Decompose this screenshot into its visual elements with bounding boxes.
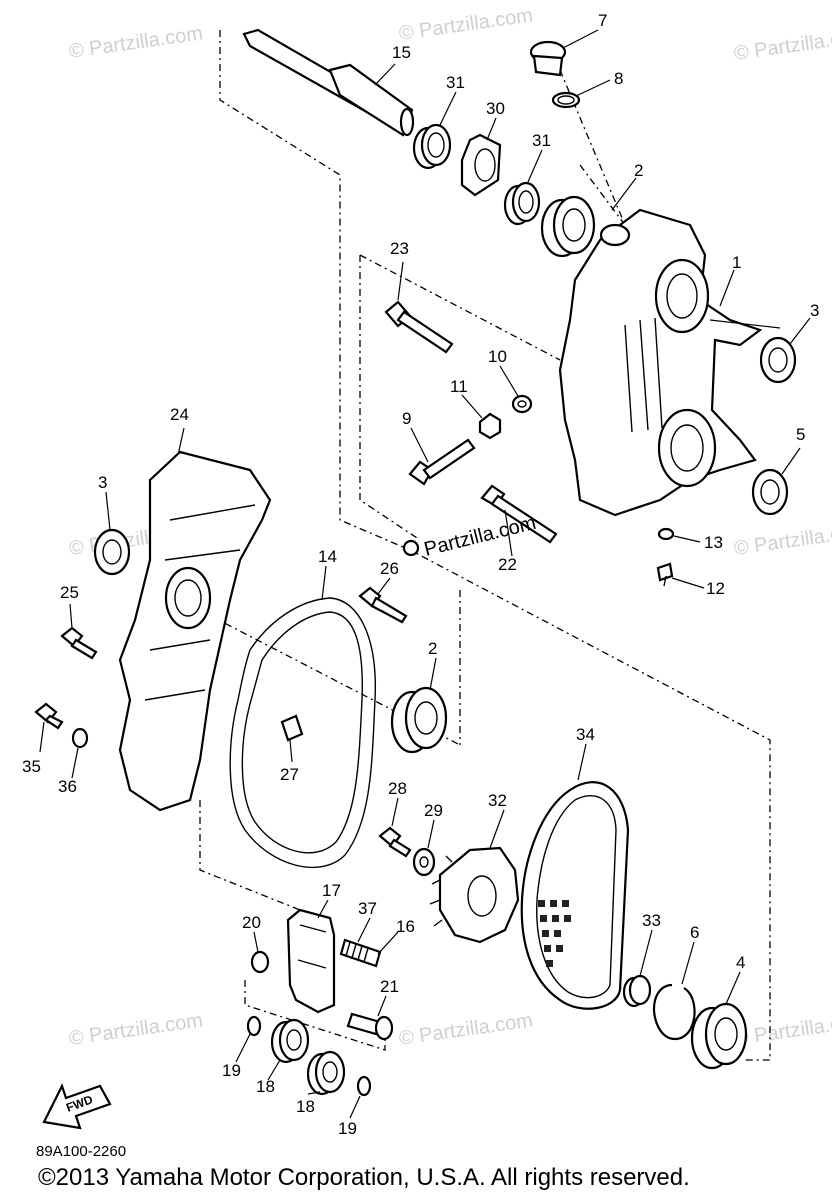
callout-31: 31 [446,73,465,92]
watermark: © Partzilla.com [733,1009,832,1050]
callout-36: 36 [58,777,77,796]
assembly-lines [179,30,771,1061]
part-gear-30 [460,133,502,197]
callout-16: 16 [396,917,415,936]
part-washer-10 [511,394,533,414]
watermark: © Partzilla.com [68,1009,205,1050]
part-washer-20 [250,950,270,974]
callout-19: 19 [338,1119,357,1138]
part-cover-24 [118,450,272,812]
part-spring-37 [339,938,382,968]
callout-17: 17 [322,881,341,900]
part-washer-19b [356,1075,372,1097]
callout-31: 31 [532,131,551,150]
callout-26: 26 [380,559,399,578]
callout-23: 23 [390,239,409,258]
callout-32: 32 [488,791,507,810]
part-spacer-33 [622,974,652,1008]
callout-2: 2 [634,161,643,180]
part-washer-36 [71,727,89,749]
part-shaft-21 [346,1012,394,1041]
part-bolt-35 [34,702,64,730]
callout-19: 19 [222,1061,241,1080]
part-bolt-26 [358,586,408,624]
part-bolt-25 [60,626,98,660]
part-sprocket-32 [429,846,520,944]
callout-13: 13 [704,533,723,552]
callout-21: 21 [380,977,399,996]
callout-14: 14 [318,547,337,566]
leader-lines [39,29,811,1119]
callout-2: 2 [428,639,437,658]
part-bolt-28 [378,826,412,858]
part-circlip-6 [652,983,696,1041]
part-oring-8 [551,91,581,109]
part-bolt-23 [384,300,454,354]
callout-37: 37 [358,899,377,918]
part-bearing-18a [270,1018,310,1064]
fwd-arrow-icon: FWD [42,1083,112,1130]
callout-25: 25 [60,583,79,602]
part-gasket-14 [229,597,377,869]
callout-34: 34 [576,725,595,744]
center-watermark-text: Partzilla.com [422,512,538,561]
callout-10: 10 [488,347,507,366]
callout-33: 33 [642,911,661,930]
callout-18: 18 [296,1097,315,1116]
part-bearing-2a [540,195,596,258]
part-shaft-15 [242,28,415,137]
callout-29: 29 [424,801,443,820]
callout-3: 3 [810,301,819,320]
diagram-code: 89A100-2260 [36,1143,127,1160]
callout-1: 1 [732,253,741,272]
center-watermark: Partzilla.com [402,512,538,561]
callout-4: 4 [736,953,745,972]
part-seal-5 [751,468,789,516]
watermark: © Partzilla.com [733,519,832,560]
callout-11: 11 [450,377,468,396]
callout-numbers: 15 31 30 31 7 8 2 1 3 5 23 10 11 9 22 13… [22,11,819,1138]
part-washer-29 [412,847,436,877]
callout-35: 35 [22,757,41,776]
callout-18: 18 [256,1077,275,1096]
callout-5: 5 [796,425,805,444]
watermark: © Partzilla.com [68,22,205,63]
copyright-notice: ©2013 Yamaha Motor Corporation, U.S.A. A… [38,1164,690,1191]
callout-28: 28 [388,779,407,798]
callout-22: 22 [498,555,517,574]
callout-20: 20 [242,913,261,932]
callout-3: 3 [98,473,107,492]
part-bearing-4 [690,1002,748,1070]
callout-27: 27 [280,765,299,784]
callout-6: 6 [690,923,699,942]
callout-30: 30 [486,99,505,118]
part-plug-7 [529,40,567,77]
part-washer-13 [657,527,675,541]
part-bearing-31a [412,123,452,170]
part-chain-34 [520,781,630,1010]
part-bearing-18b [306,1050,346,1096]
part-seal-3b [93,528,131,576]
part-bolt-12 [656,562,674,587]
part-bolt-22 [480,484,558,544]
callout-8: 8 [614,69,623,88]
watermark: © Partzilla.com [398,4,535,45]
part-bearing-2b [390,686,448,754]
part-dowel-27 [280,714,304,742]
watermark: © Partzilla.com [733,24,832,65]
callout-9: 9 [402,409,411,428]
watermark: © Partzilla.com [398,1009,535,1050]
part-case-1 [558,208,781,517]
part-bearing-31b [503,181,541,226]
part-bolt-9 [408,438,476,486]
part-tensioner-17 [286,908,336,1014]
part-nut-11 [478,412,502,440]
part-seal-3a [759,336,797,384]
callout-12: 12 [706,579,725,598]
part-washer-19a [246,1015,262,1037]
callout-24: 24 [170,405,189,424]
callout-7: 7 [598,11,607,30]
callout-15: 15 [392,43,411,62]
